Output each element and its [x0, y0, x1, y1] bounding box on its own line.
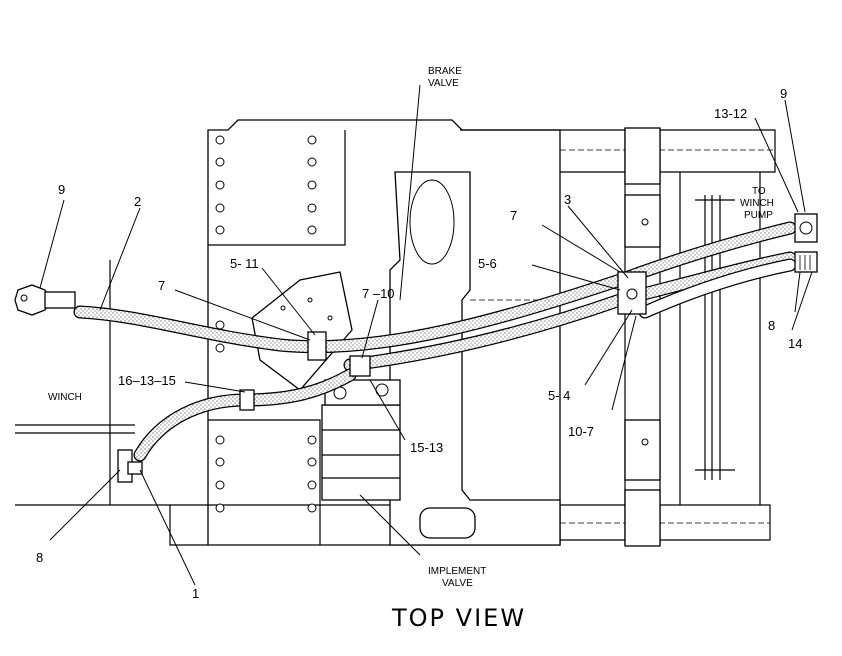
implement-valve — [321, 379, 401, 501]
fitting-right-end — [794, 213, 818, 273]
brake-valve-label-2: VALVE — [428, 78, 459, 89]
hose-upper-long — [73, 221, 797, 354]
callout-9-left: 9 — [58, 182, 65, 197]
leader-lines — [39, 84, 813, 586]
callout-7-right: 7 — [510, 208, 517, 223]
diagram-labels: BRAKE VALVE IMPLEMENT VALVE TO WINCH PUM… — [36, 66, 802, 632]
fitting-winch — [117, 449, 143, 483]
view-title: TOP VIEW — [391, 604, 526, 632]
brake-valve-label-1: BRAKE — [428, 66, 462, 77]
clamp-brake — [307, 331, 327, 361]
clamp-center — [349, 355, 371, 377]
callout-10-7: 10-7 — [568, 424, 594, 439]
callout-13-12: 13-12 — [714, 106, 747, 121]
clamp-16-13-15 — [239, 389, 255, 411]
callout-8-right: 8 — [768, 318, 775, 333]
to-winch-pump-label-2: WINCH — [740, 198, 774, 209]
hose-right-lower — [638, 258, 797, 319]
fitting-left-end — [14, 284, 76, 316]
implement-valve-label-2: VALVE — [442, 578, 473, 589]
brake-valve — [251, 271, 353, 391]
callout-14: 14 — [788, 336, 802, 351]
chassis-frame — [15, 119, 776, 547]
callout-5-4: 5- 4 — [548, 388, 570, 403]
callout-7-left: 7 — [158, 278, 165, 293]
clamp-right — [617, 271, 647, 315]
callout-3: 3 — [564, 192, 571, 207]
to-winch-pump-label-1: TO — [752, 186, 766, 197]
implement-valve-label-1: IMPLEMENT — [428, 566, 486, 577]
callout-15-13: 15-13 — [410, 440, 443, 455]
callout-9-right: 9 — [780, 86, 787, 101]
callout-5-11: 5- 11 — [230, 256, 259, 271]
callout-16-13-15: 16–13–15 — [118, 373, 176, 388]
callout-7-10: 7 –10 — [362, 286, 395, 301]
bolt-holes-left — [215, 135, 317, 513]
callout-2: 2 — [134, 194, 141, 209]
callout-8-left: 8 — [36, 550, 43, 565]
hose-middle — [343, 251, 797, 372]
callout-5-6: 5-6 — [478, 256, 497, 271]
winch-label: WINCH — [48, 392, 82, 403]
to-winch-pump-label-3: PUMP — [744, 210, 773, 221]
callout-1: 1 — [192, 586, 199, 601]
